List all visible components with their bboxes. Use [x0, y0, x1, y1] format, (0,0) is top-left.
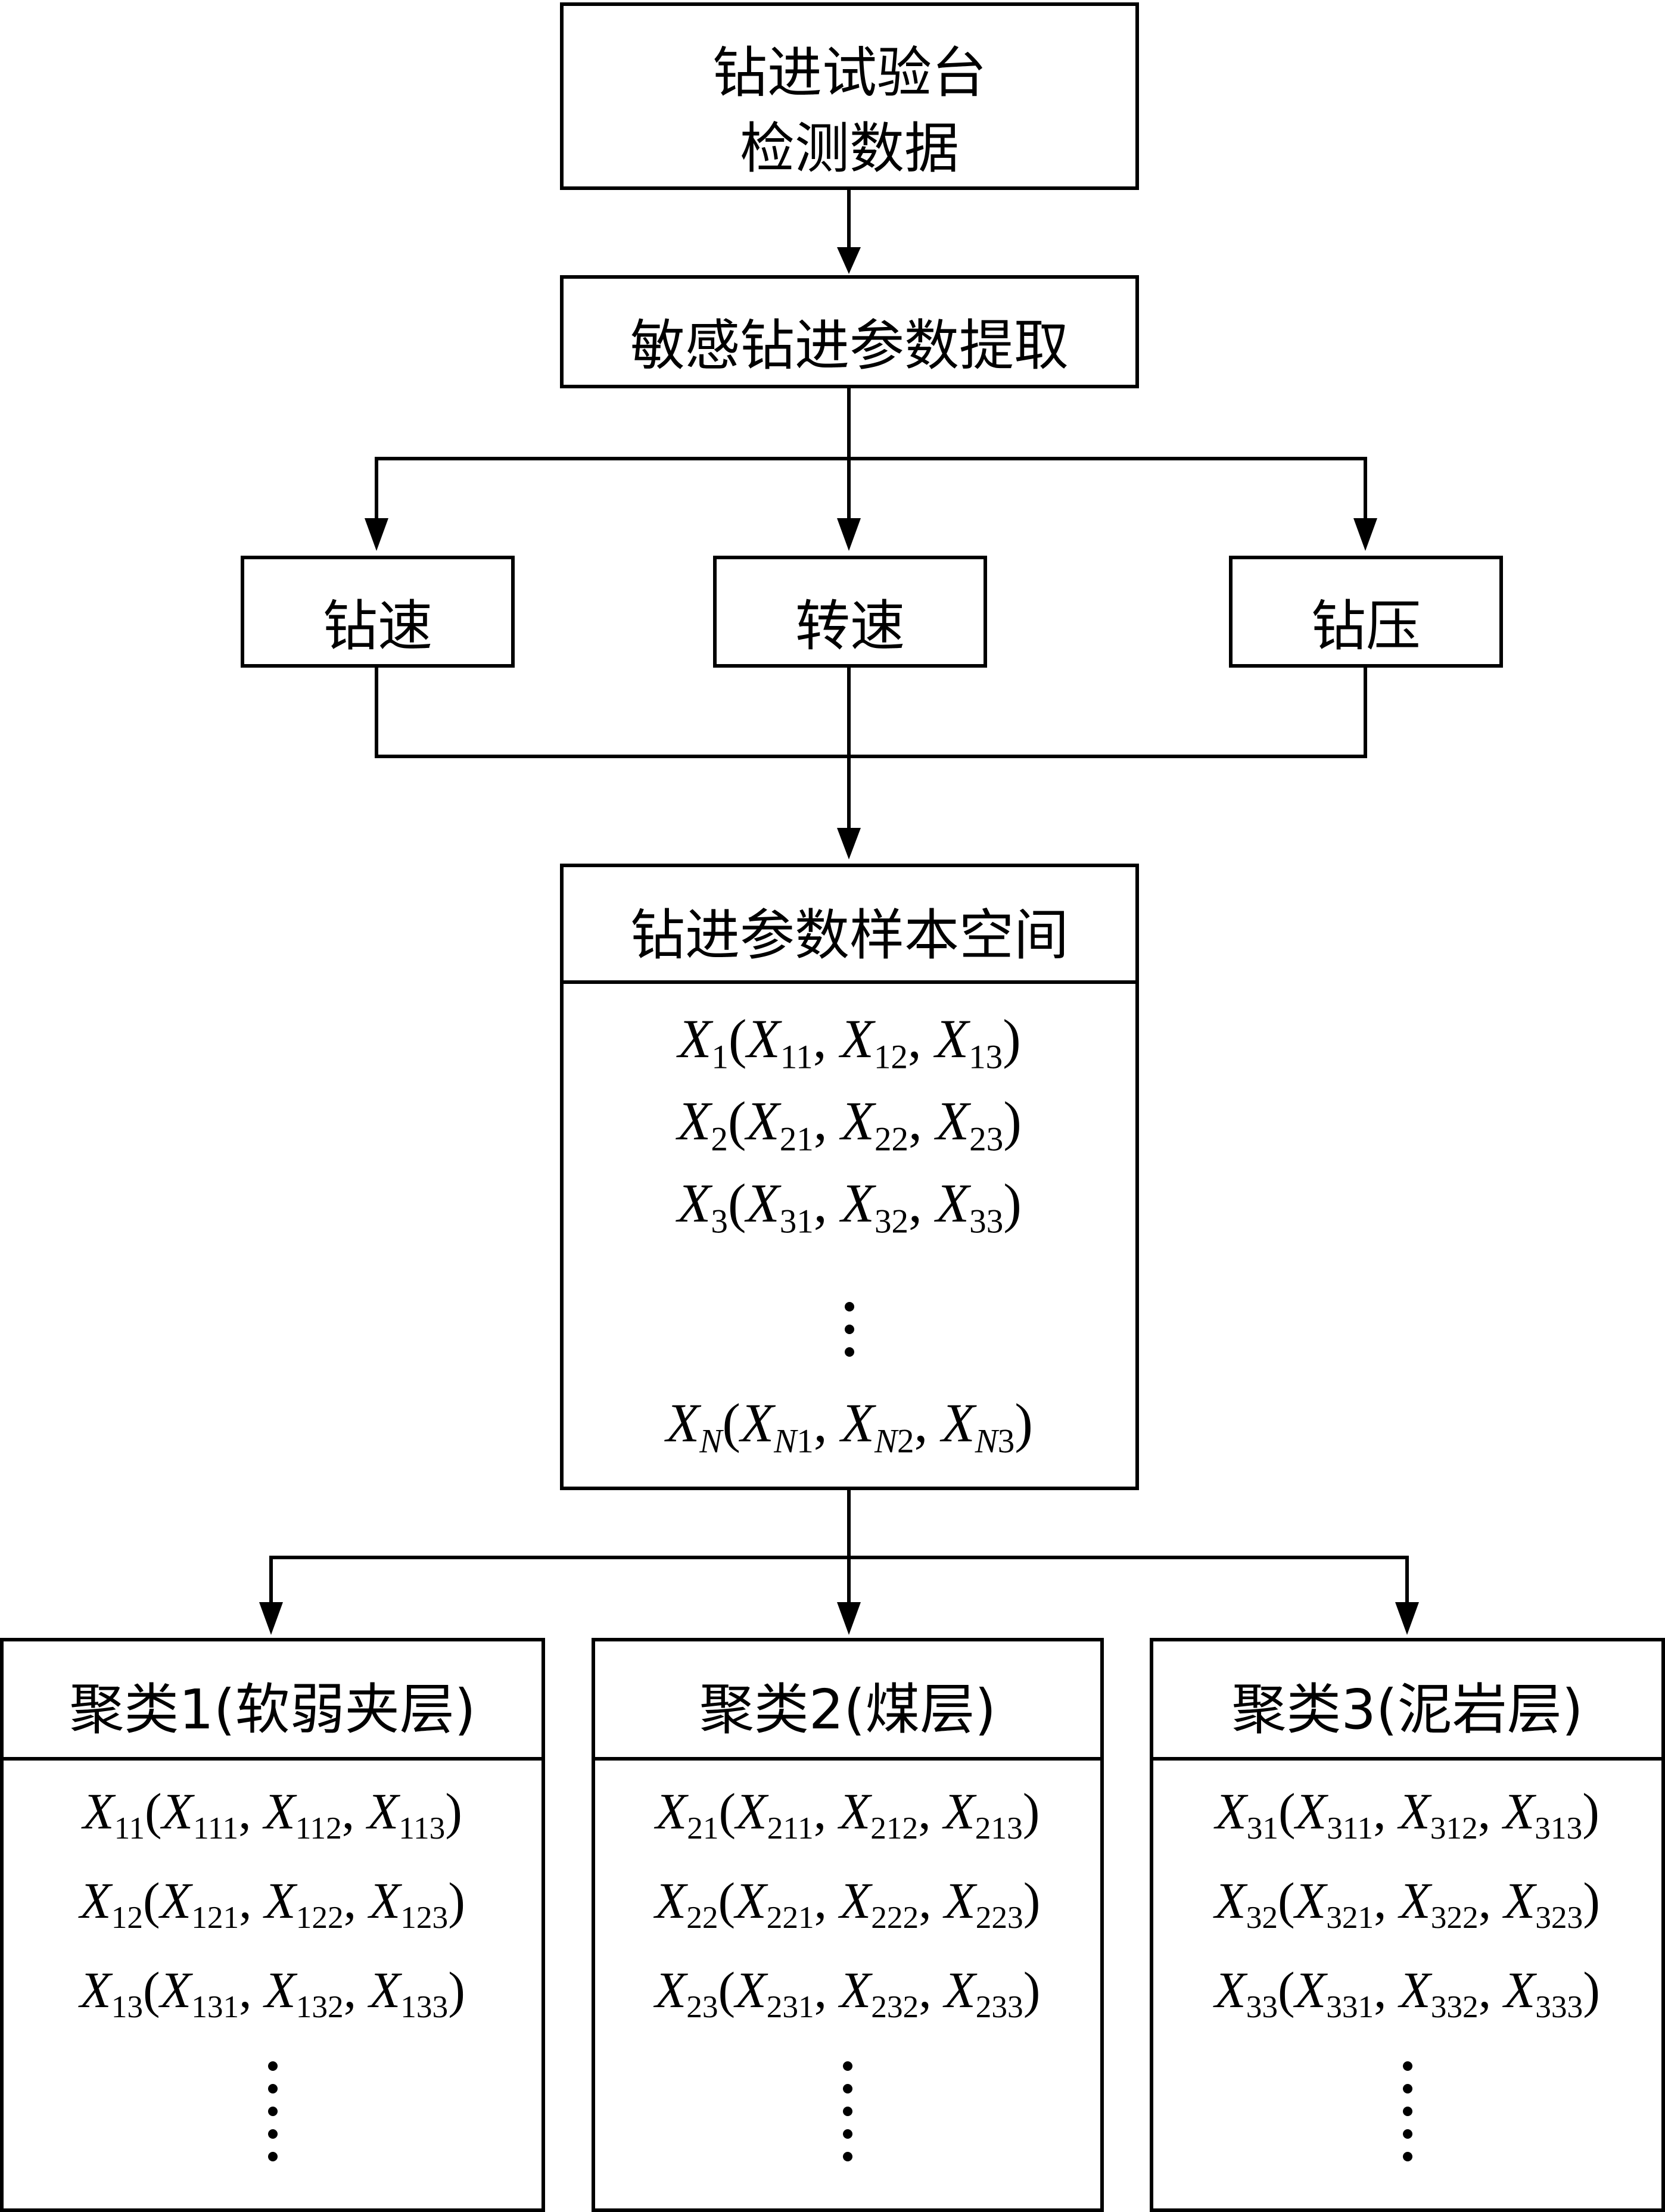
sample-row: X1(X11, X12, X13) [678, 1008, 1021, 1076]
cluster-1-title: 聚类1(软弱夹层) [69, 1678, 476, 1741]
node-cluster-2: 聚类2(煤层) X21(X211, X212, X213) X22(X221, X… [592, 1638, 1104, 2212]
arrowhead [1353, 518, 1377, 551]
arrowhead [837, 247, 861, 274]
node-drilling-pressure: 钻压 [1229, 556, 1503, 668]
node-extraction: 敏感钻进参数提取 [560, 275, 1139, 388]
sample-space-title: 钻进参数样本空间 [630, 904, 1069, 967]
node-cluster-1: 聚类1(软弱夹层) X11(X111, X112, X113) X12(X121,… [0, 1638, 545, 2212]
vertical-ellipsis [843, 2061, 852, 2174]
cluster-3-divider [1153, 1757, 1661, 1761]
cluster-row: X21(X211, X212, X213) [655, 1783, 1040, 1846]
sample-row: X3(X31, X32, X33) [677, 1173, 1022, 1241]
arrowhead [1395, 1602, 1419, 1635]
sample-row: X2(X21, X22, X23) [677, 1091, 1022, 1158]
node-drilling-speed-label: 钻速 [322, 594, 432, 658]
node-cluster-3: 聚类3(泥岩层) X31(X311, X312, X313) X32(X321, … [1150, 1638, 1665, 2212]
node-drilling-pressure-label: 钻压 [1311, 594, 1421, 658]
vertical-ellipsis [845, 1302, 854, 1370]
cluster-row: X23(X231, X232, X233) [655, 1961, 1041, 2025]
cluster-2-divider [595, 1757, 1100, 1761]
node-rotation-speed-label: 转速 [795, 594, 905, 658]
arrowhead [365, 518, 388, 551]
cluster-row: X31(X311, X312, X313) [1215, 1783, 1599, 1846]
sample-space-divider [564, 980, 1135, 984]
cluster-row: X33(X331, X332, X333) [1215, 1961, 1600, 2025]
arrowhead [837, 828, 861, 859]
arrowhead [259, 1602, 283, 1635]
cluster-row: X32(X321, X322, X323) [1215, 1872, 1600, 1936]
vertical-ellipsis [267, 2061, 278, 2174]
vertical-ellipsis [1402, 2061, 1412, 2174]
cluster-row: X12(X121, X122, X123) [80, 1872, 465, 1936]
cluster-row: X13(X131, X132, X133) [80, 1961, 465, 2025]
node-test-data-line2: 检测数据 [739, 117, 959, 180]
arrowhead [837, 1602, 861, 1635]
node-test-data-line1: 钻进试验台 [712, 41, 986, 105]
sample-row: XN(XN1, XN2, XN3) [666, 1392, 1033, 1460]
cluster-row: X22(X221, X222, X223) [655, 1872, 1041, 1936]
node-rotation-speed: 转速 [713, 556, 987, 668]
node-test-data: 钻进试验台 检测数据 [560, 2, 1139, 190]
node-drilling-speed: 钻速 [241, 556, 515, 668]
arrowhead [837, 518, 861, 551]
node-extraction-label: 敏感钻进参数提取 [630, 314, 1069, 378]
cluster-row: X11(X111, X112, X113) [83, 1783, 462, 1846]
cluster-1-divider [4, 1757, 541, 1761]
cluster-2-title: 聚类2(煤层) [699, 1678, 997, 1741]
cluster-3-title: 聚类3(泥岩层) [1231, 1678, 1583, 1741]
node-sample-space: 钻进参数样本空间 X1(X11, X12, X13) X2(X21, X22, X… [560, 864, 1139, 1490]
